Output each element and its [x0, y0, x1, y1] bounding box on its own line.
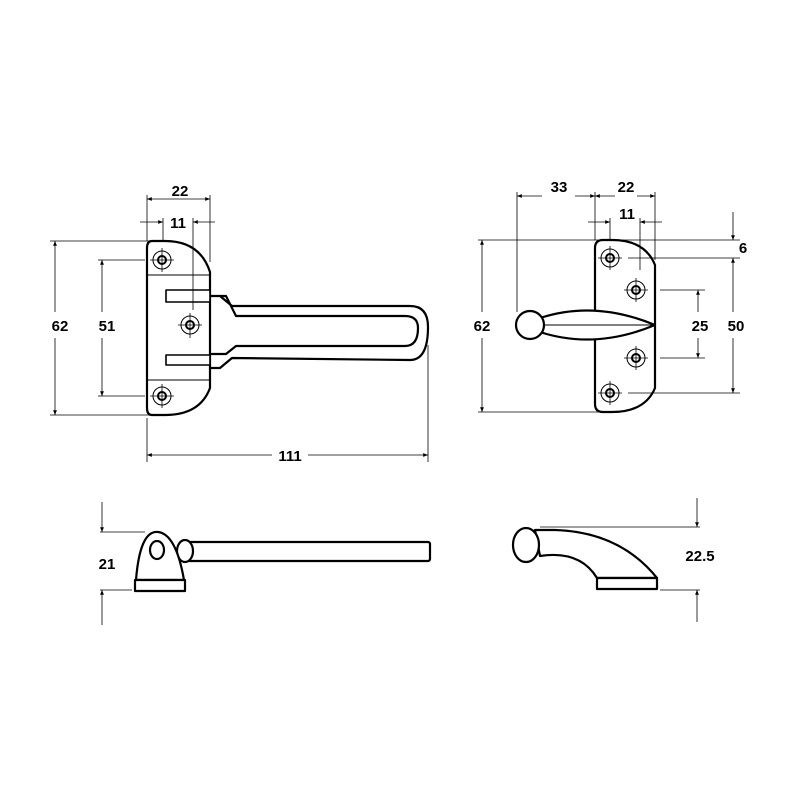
- guard-rod: [183, 540, 432, 563]
- dim-keeper-top-offset: 6: [739, 240, 747, 257]
- screw-hole-icon: [178, 313, 202, 338]
- dim-keeper-outer-hole-spacing: 50: [728, 318, 745, 335]
- screw-hole-icon: [624, 346, 648, 370]
- keeper-front-view: 33 22 11 6 50 25 62: [474, 179, 747, 414]
- dim-keeper-hole-offset: 11: [619, 206, 635, 223]
- dim-guard-height: 62: [52, 318, 69, 335]
- dim-keeper-inner-hole-spacing: 25: [692, 318, 709, 335]
- keeper-knob: [514, 309, 546, 341]
- screw-hole-icon: [598, 381, 622, 405]
- dim-keeper-plate-width: 22: [618, 179, 635, 196]
- dim-keeper-knob-offset: 33: [551, 179, 568, 196]
- dim-keeper-side-height: 22.5: [685, 548, 714, 565]
- dim-guard-length: 111: [278, 448, 301, 465]
- screw-hole-icon: [150, 248, 174, 272]
- keeper-side-view: 22.5: [511, 498, 715, 622]
- screw-hole-icon: [150, 384, 174, 408]
- guard-front-view: 22 11 62 51 111: [50, 183, 430, 465]
- dim-keeper-height: 62: [474, 318, 491, 335]
- dim-guard-hole-spacing: 51: [99, 318, 116, 335]
- screw-hole-icon: [624, 278, 648, 302]
- keeper-side-knob: [511, 526, 541, 564]
- guard-side-view: 21: [99, 502, 432, 625]
- dim-guard-hole-offset: 11: [170, 215, 186, 232]
- dim-guard-side-height: 21: [99, 556, 116, 573]
- keeper-side-arm: [533, 528, 659, 580]
- guard-plate: [145, 239, 212, 417]
- guard-loop: [168, 294, 430, 370]
- dim-guard-plate-width: 22: [172, 183, 189, 200]
- screw-hole-icon: [598, 246, 622, 270]
